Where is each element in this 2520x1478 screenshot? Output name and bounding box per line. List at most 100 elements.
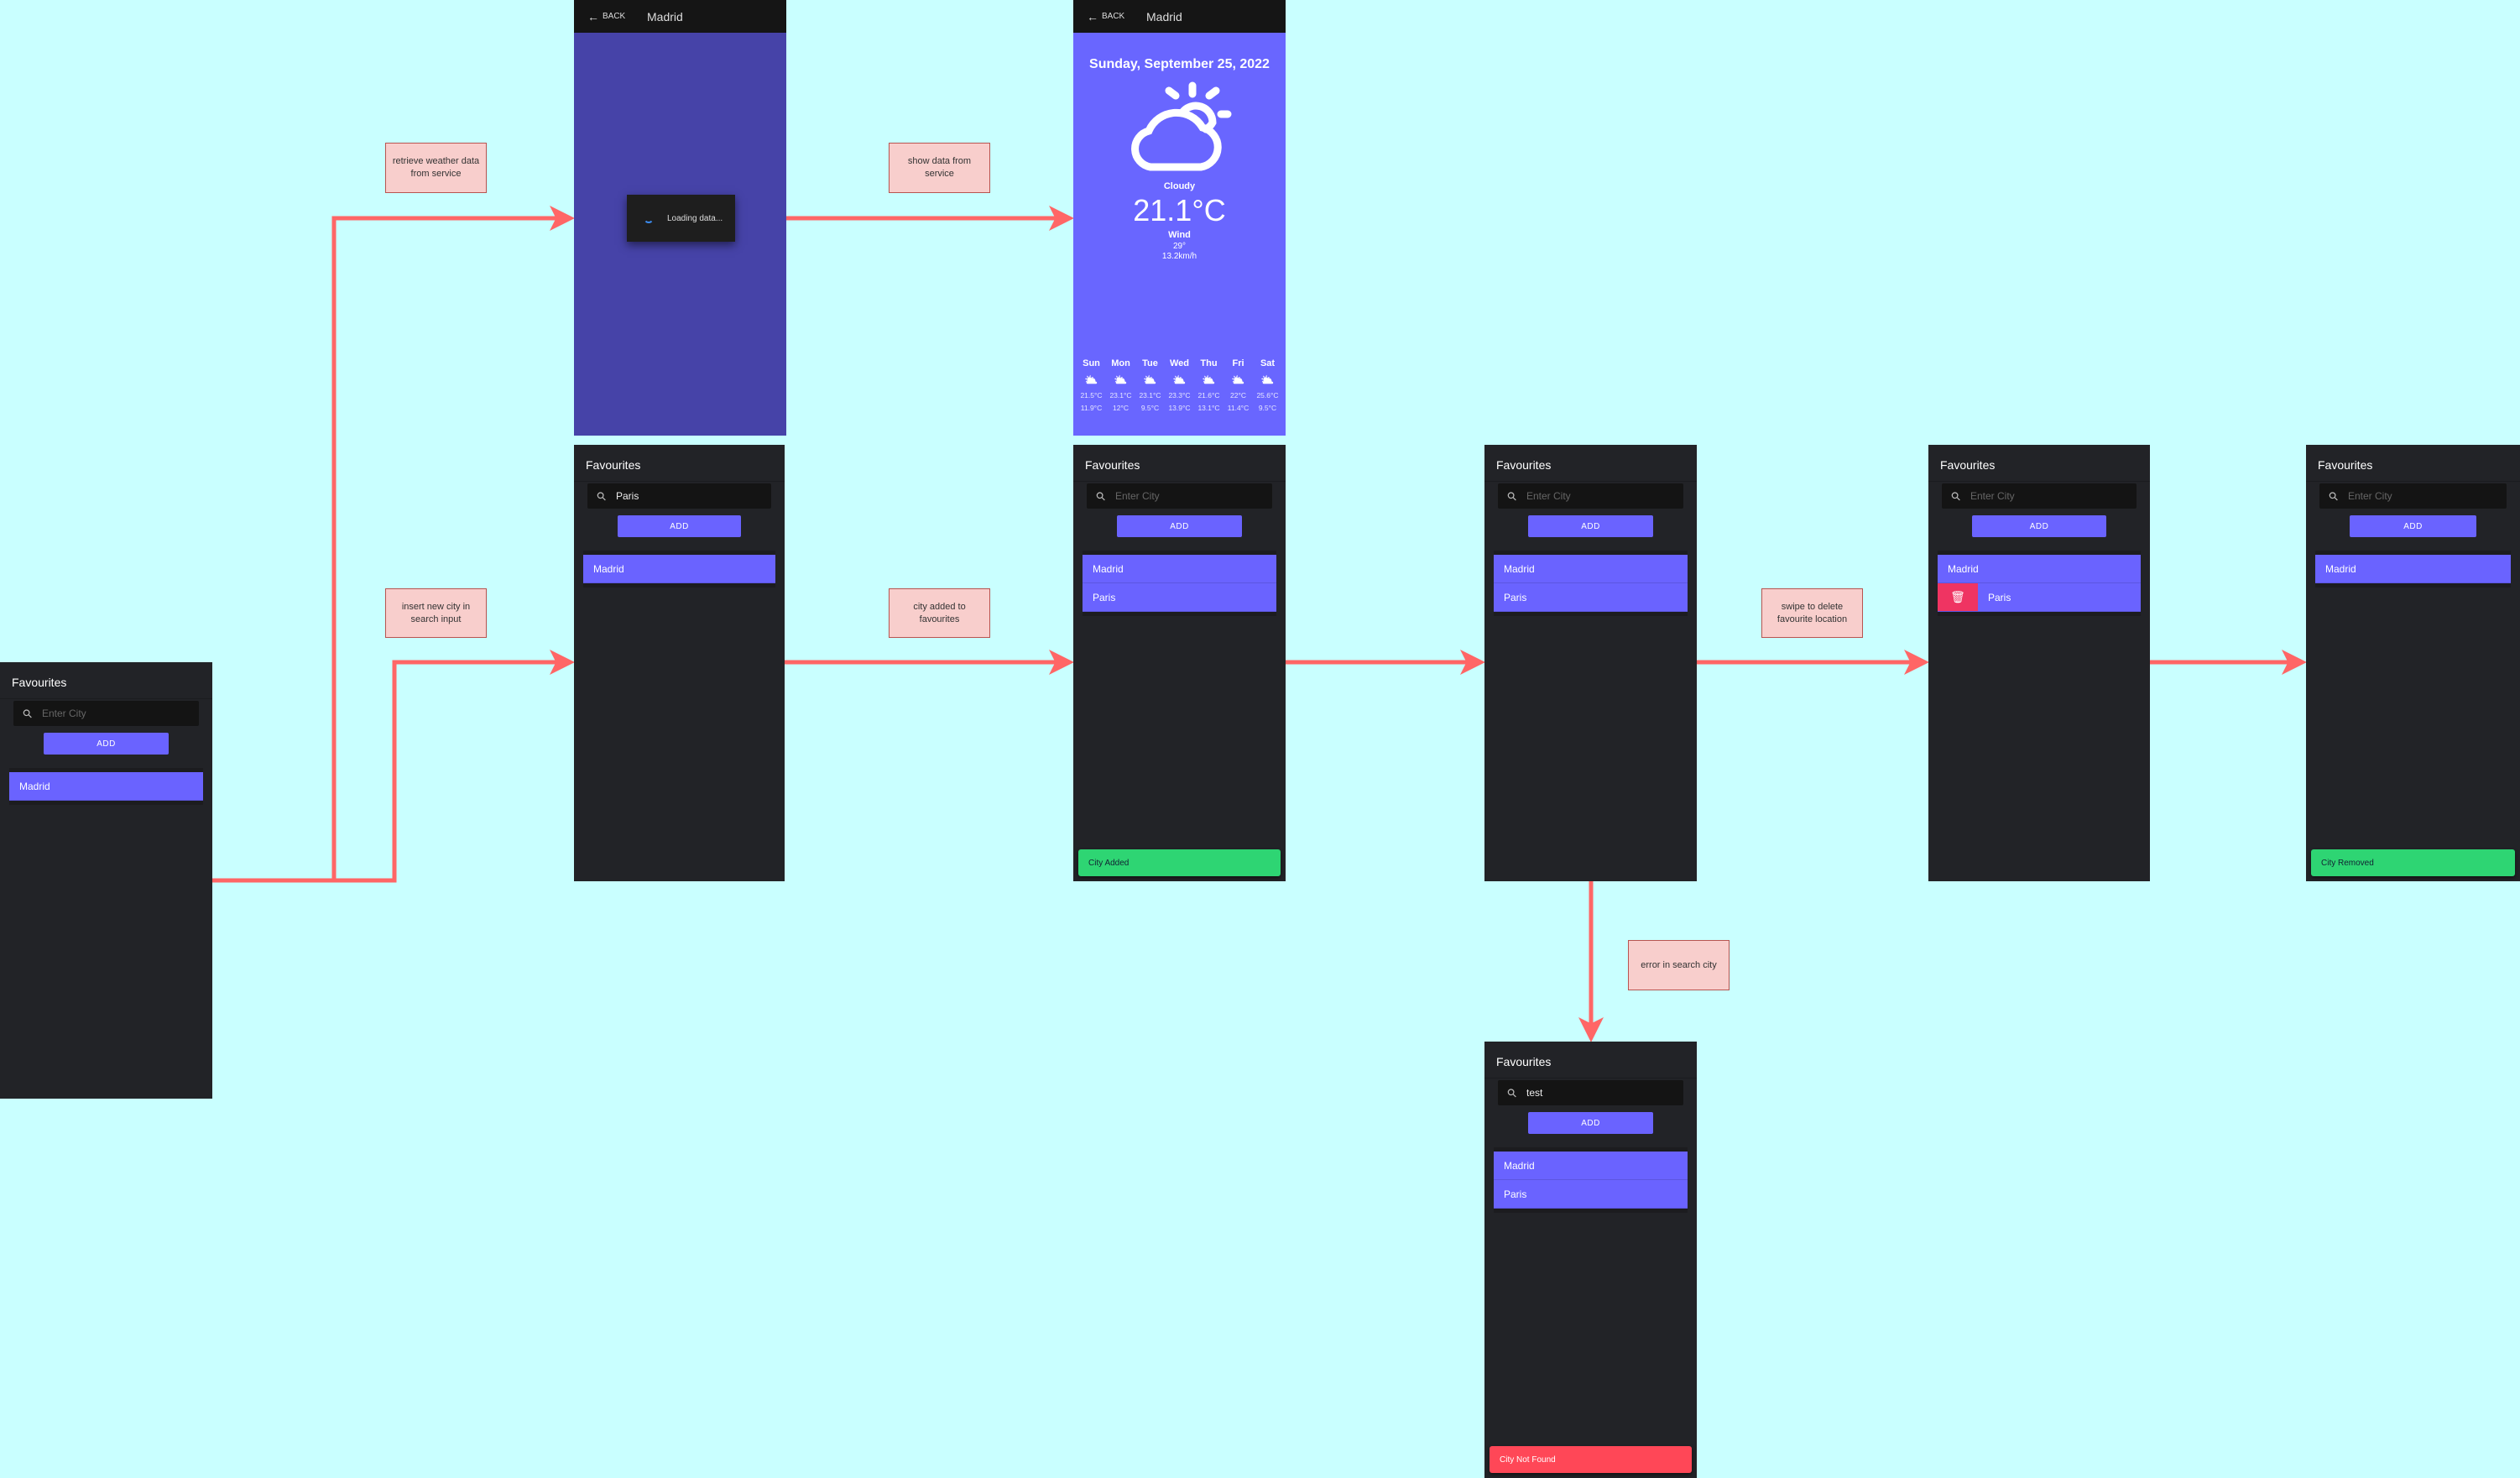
note-show: show data from service [889,143,990,193]
list-item-label: Madrid [593,562,624,575]
forecast-low: 11.4°C [1227,404,1250,412]
forecast-high: 21.6°C [1197,391,1220,400]
list-item[interactable]: Paris [1494,1180,1688,1209]
toast-error: City Not Found [1490,1446,1692,1473]
favourites-list: Madrid 🗑 Paris [1938,551,2141,616]
forecast-high: 23.1°C [1139,391,1161,400]
trash-icon: 🗑 [1950,590,1965,603]
delete-button[interactable]: 🗑 [1938,583,1978,611]
toast-success: City Added [1078,849,1281,876]
favourites-list: Madrid [583,551,775,588]
search-input[interactable]: ⚲Enter City [1087,483,1272,509]
add-button[interactable]: ADD [1117,515,1242,537]
favourites-list: Madrid [9,768,203,805]
arrow-to-loading [212,206,575,883]
forecast-day-name: Thu [1200,358,1218,368]
note-insert: insert new city in search input [385,588,487,638]
list-item-label: Paris [1093,591,1116,603]
header [1484,1042,1697,1078]
wind-speed: 13.2km/h [1161,252,1197,261]
page-title: Favourites [2318,458,2373,472]
forecast-day-name: Wed [1169,358,1190,368]
page-title: Favourites [1496,458,1552,472]
list-item[interactable]: Madrid [1494,1152,1688,1180]
forecast-day-name: Mon [1111,358,1130,368]
forecast-high: 22°C [1230,391,1246,400]
add-button[interactable]: ADD [1528,1112,1653,1134]
forecast-day-name: Tue [1142,358,1158,368]
search-input[interactable]: ⚲Paris [587,483,771,509]
search-input[interactable]: ⚲ Enter City [1942,483,2137,509]
search-input-value: test [1526,1087,1543,1099]
add-button[interactable]: ADD [2350,515,2476,537]
page-title: Favourites [1085,458,1140,472]
loading-text: Loading data... [667,213,723,223]
search-input[interactable]: ⚲ Enter City [2319,483,2507,509]
list-item[interactable]: Madrid [583,555,775,583]
weather-screen: ←BACK Madrid Sunday, September 25, 2022 … [1073,0,1286,436]
forecast-day-name: Fri [1232,358,1244,368]
list-item[interactable]: Madrid [1494,555,1688,583]
weather-condition: Cloudy [1163,181,1196,191]
list-item[interactable]: Paris [1494,583,1688,612]
header [1073,445,1286,482]
back-button[interactable]: ←BACK [1087,10,1146,24]
add-button[interactable]: ADD [1972,515,2106,537]
wind-direction: 29° [1172,242,1187,251]
search-input[interactable]: ⚲Enter City [13,701,199,726]
page-title: Favourites [586,458,641,472]
add-button[interactable]: ADD [1528,515,1653,537]
partly-cloudy-icon: ⛅ [1084,373,1098,386]
list-item[interactable]: Madrid [2315,555,2511,583]
list-item-label: Madrid [19,780,50,792]
search-input[interactable]: ⚲ test [1498,1080,1683,1105]
app-bar-title: Madrid [647,9,683,24]
favourites-list: Madrid [2315,551,2511,588]
list-item[interactable]: Madrid [9,772,203,801]
header [1928,445,2150,482]
search-input-value: Enter City [42,708,86,719]
arrow-to-typed [212,650,575,883]
add-button[interactable]: ADD [618,515,741,537]
note-swipe: swipe to delete favourite location [1761,588,1863,638]
app-bar-title: Madrid [1146,9,1182,24]
back-button[interactable]: ←BACK [587,10,647,24]
page-title: Favourites [12,676,67,689]
search-input[interactable]: ⚲Enter City [1498,483,1683,509]
app-bar: ←BACK Madrid [574,0,786,33]
wind-label: Wind [1168,230,1191,240]
search-icon: ⚲ [2325,488,2341,504]
forecast-high: 21.5°C [1080,391,1103,400]
app-bar: ←BACK Madrid [1073,0,1286,33]
search-icon: ⚲ [1948,488,1964,504]
forecast-high: 23.3°C [1168,391,1191,400]
list-item[interactable]: Madrid [1083,555,1276,583]
search-input-value: Enter City [1970,490,2015,502]
list-item-label: Madrid [1093,562,1124,575]
forecast-low: 9.5°C [1140,404,1160,412]
list-item[interactable]: 🗑 Paris [1938,583,2141,612]
search-icon: ⚲ [1504,1084,1520,1100]
list-item[interactable]: Madrid [1938,555,2141,583]
forecast-low: 13.1°C [1197,404,1220,412]
add-button[interactable]: ADD [44,733,169,755]
header [0,662,212,699]
forecast-day-name: Sat [1260,358,1276,368]
loading-dialog: Loading data... [627,195,735,242]
search-input-value: Enter City [2348,490,2392,502]
list-item[interactable]: Paris [1083,583,1276,612]
header [2306,445,2520,482]
list-item-label: Paris [1988,591,2011,603]
forecast-high: 23.1°C [1109,391,1132,400]
